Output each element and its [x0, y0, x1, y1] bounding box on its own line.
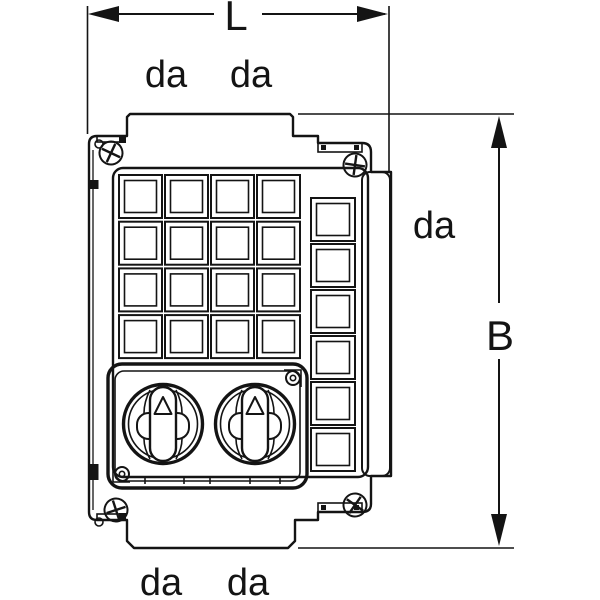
knockout-square — [210, 174, 255, 219]
side-knockout-square — [310, 243, 356, 288]
side-knockout-square-inner — [315, 202, 351, 237]
knockout-square-inner — [215, 179, 250, 214]
valve-ring — [121, 382, 205, 466]
knockout-square — [256, 314, 301, 360]
valve-handle — [213, 382, 297, 466]
top-right-strip — [317, 142, 363, 153]
side-knockout-square-inner — [315, 432, 351, 467]
panel-ticks — [144, 476, 281, 484]
knockout-square — [118, 267, 163, 313]
corner-rivet — [94, 517, 104, 527]
dimension-height: B — [298, 113, 514, 549]
knockout-square — [118, 174, 163, 219]
knockout-square-inner — [123, 179, 158, 214]
valve-handle — [121, 382, 205, 466]
screw-bottom-left — [103, 497, 129, 523]
knockout-square-inner — [215, 273, 250, 307]
knockout-square-inner — [169, 319, 204, 354]
left-edge-cap — [89, 180, 99, 189]
side-knockout-column — [310, 197, 356, 472]
arrowhead-down — [491, 514, 507, 546]
knockout-square — [164, 220, 209, 266]
right-rail — [361, 171, 391, 477]
bottom-right-strip — [317, 502, 363, 513]
knockout-square — [256, 220, 301, 266]
knockout-square-inner — [123, 226, 158, 260]
knockout-square — [164, 267, 209, 313]
screw-bottom-right — [342, 492, 368, 518]
knockout-square — [164, 174, 209, 219]
da-label-right: da — [413, 205, 456, 247]
side-knockout-square — [310, 335, 356, 380]
strip-mark — [354, 145, 359, 150]
knockout-square-inner — [169, 179, 204, 214]
side-knockout-square-inner — [315, 248, 351, 283]
strip-mark — [321, 145, 326, 150]
knockout-square — [118, 314, 163, 360]
knockout-square-inner — [123, 319, 158, 354]
dim-height-label: B — [486, 312, 514, 359]
arrowhead-right — [357, 6, 388, 22]
knockout-square — [210, 267, 255, 313]
valve-arrow-indicator — [153, 396, 173, 415]
dimension-width: L — [86, 0, 390, 171]
side-knockout-square-inner — [315, 340, 351, 375]
cover-plate — [111, 166, 370, 479]
arrowhead-left — [88, 6, 119, 22]
screw-top-right — [342, 152, 368, 178]
clip-mark — [119, 513, 126, 521]
screw-top-left — [98, 140, 124, 166]
left-edge-cap — [89, 464, 99, 480]
valve-panel-outer — [106, 362, 309, 490]
panel-screw-top-right — [284, 369, 302, 387]
side-knockout-square — [310, 197, 356, 242]
valve-shoulder-curves — [235, 389, 275, 460]
valve-arrow-indicator — [245, 396, 265, 415]
valve-shoulder-curves — [143, 389, 183, 460]
clip-mark — [119, 135, 126, 143]
panel-screw-bottom-left — [112, 465, 130, 483]
knockout-square — [164, 314, 209, 360]
knockout-square-inner — [169, 226, 204, 260]
knockout-square — [256, 174, 301, 219]
function-box — [87, 112, 393, 550]
valve-handles — [121, 382, 297, 466]
side-knockout-square-inner — [315, 386, 351, 421]
side-knockout-square — [310, 289, 356, 334]
knockout-square-inner — [123, 273, 158, 307]
side-knockout-square-inner — [315, 294, 351, 329]
valve-ring — [213, 382, 297, 466]
valve-panel-inner — [114, 370, 301, 482]
knockout-square-inner — [215, 319, 250, 354]
knockout-square — [210, 220, 255, 266]
da-label-bottom-right: da — [227, 562, 270, 600]
side-knockout-square — [310, 427, 356, 472]
knockout-square-inner — [261, 226, 296, 260]
valve-panel — [106, 362, 309, 490]
knockout-square — [256, 267, 301, 313]
knockout-square-inner — [169, 273, 204, 307]
knockout-square-inner — [261, 273, 296, 307]
valve-lever — [148, 385, 178, 463]
valve-lever — [240, 385, 270, 463]
da-label-bottom-left: da — [140, 562, 183, 600]
strip-mark — [321, 505, 326, 510]
knockout-square — [118, 220, 163, 266]
keypad-knockout-grid — [118, 174, 301, 360]
knockout-square — [210, 314, 255, 360]
arrowhead-up — [491, 116, 507, 148]
side-knockout-square — [310, 381, 356, 426]
dim-width-label: L — [224, 0, 247, 39]
knockout-square-inner — [261, 319, 296, 354]
knockout-square-inner — [261, 179, 296, 214]
da-label-top-left: da — [145, 54, 188, 96]
outer-frame — [87, 112, 393, 550]
da-label-top-right: da — [230, 54, 273, 96]
knockout-square-inner — [215, 226, 250, 260]
